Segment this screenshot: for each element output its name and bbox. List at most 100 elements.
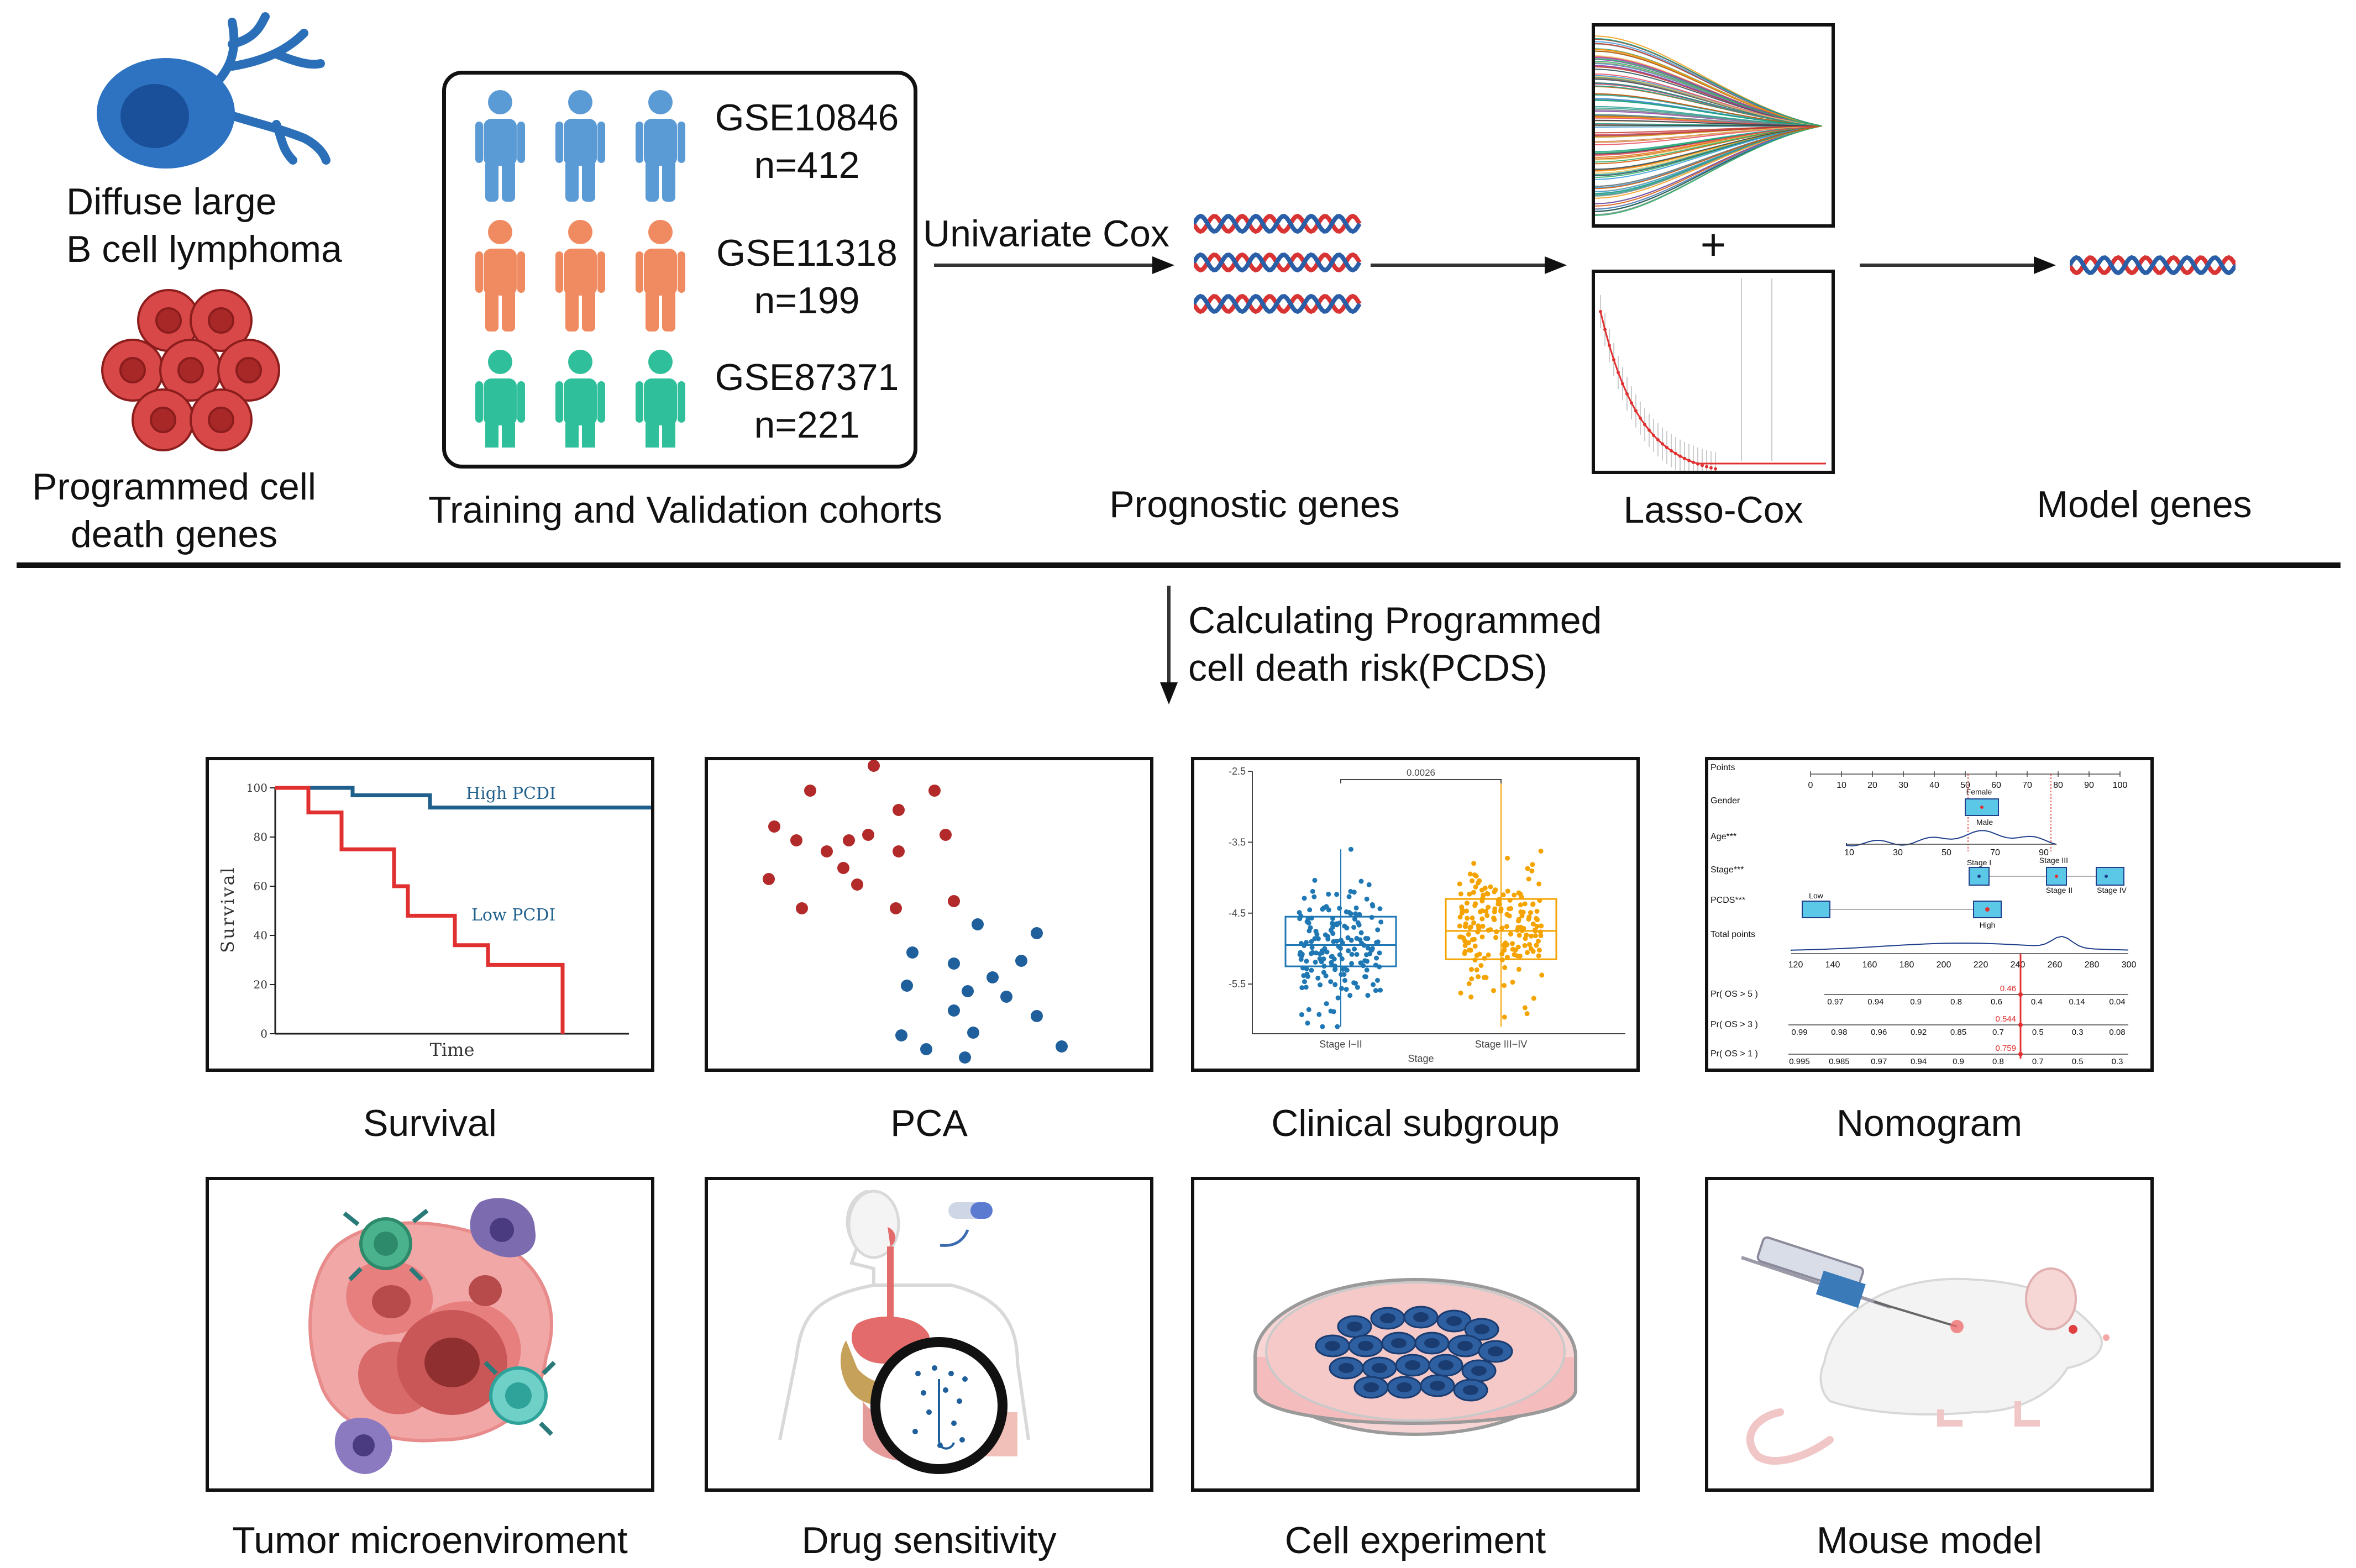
clinical-point	[1351, 980, 1357, 986]
lasso-cv-curve	[1599, 278, 1826, 471]
clinical-xlabel: Stage	[1408, 1053, 1434, 1064]
nomogram-row-label: Stage***	[1710, 865, 1744, 875]
tme-panel	[206, 1177, 654, 1492]
clinical-box	[1445, 898, 1557, 960]
nomogram-row-label: Gender	[1710, 796, 1740, 806]
dna-strand	[1194, 213, 1362, 234]
clinical-point	[1462, 939, 1468, 944]
clinical-point	[1458, 891, 1463, 897]
nomogram-row-label: Pr( OS > 1 )	[1710, 1049, 1758, 1059]
clinical-point	[1304, 959, 1309, 964]
survival-high-label: High PCDI	[466, 784, 556, 803]
clinical-point	[1306, 928, 1312, 934]
clinical-point	[1535, 917, 1540, 923]
clinical-point	[1323, 932, 1328, 938]
prognostic-caption: Prognostic genes	[1109, 483, 1400, 525]
nomogram-tick-label: 0	[1808, 781, 1813, 790]
clinical-point	[1531, 996, 1536, 1001]
nomogram-tick-label: 10	[1836, 781, 1846, 790]
clinical-point	[1530, 901, 1536, 907]
nomogram-tick-label: 0.99	[1791, 1028, 1807, 1037]
nomogram-row-label: Pr( OS > 5 )	[1710, 990, 1758, 999]
cell-nucleus	[1397, 1382, 1412, 1392]
clinical-ytick-label: -3.5	[1229, 836, 1246, 848]
nomogram-tick-label: 120	[1788, 960, 1803, 970]
lasso-to-model-arrow	[1860, 256, 2056, 274]
prognostic-dna-icon	[1194, 213, 1362, 314]
survival-low-label: Low PCDI	[471, 906, 555, 925]
clinical-point	[1457, 914, 1463, 920]
mouse-panel	[1705, 1177, 2154, 1492]
clinical-point	[1318, 982, 1323, 988]
clinical-point	[1330, 924, 1336, 930]
lasso-coef-line	[1595, 93, 1822, 127]
person-icon	[475, 350, 525, 448]
clinical-point	[1538, 849, 1544, 854]
clinical-point	[1340, 940, 1345, 945]
clinical-point	[1488, 884, 1493, 890]
clinical-point	[1526, 917, 1531, 922]
clinical-point	[1516, 890, 1521, 896]
cell-nucleus	[1325, 1341, 1340, 1351]
clinical-point	[1480, 923, 1486, 929]
section-divider	[17, 562, 2341, 568]
clinical-point	[1539, 923, 1544, 929]
pca-point-blue	[948, 1004, 960, 1017]
nomogram-tick-label: 100	[2113, 781, 2128, 790]
lasso-coef-line	[1595, 125, 1822, 204]
clinical-point	[1349, 951, 1355, 957]
clinical-point	[1457, 881, 1462, 887]
pcd-genes-label-line1: Programmed cell	[32, 466, 316, 508]
nomogram-tick-label: 70	[1990, 848, 2000, 857]
pca-point-red	[804, 785, 816, 797]
nomogram-row-label: PCDS***	[1710, 896, 1745, 905]
clinical-point	[1491, 988, 1496, 993]
clinical-point	[1346, 948, 1351, 954]
pca-point-blue	[1000, 991, 1012, 1003]
red-cell-cluster-icon	[101, 289, 280, 451]
lasso-coef-line	[1595, 106, 1822, 127]
clinical-point	[1339, 986, 1344, 991]
clinical-point	[1348, 938, 1354, 943]
clinical-point	[1357, 912, 1362, 917]
clinical-point	[1309, 945, 1315, 950]
pca-point-blue	[1015, 955, 1027, 967]
clinical-pvalue: 0.0026	[1407, 767, 1435, 778]
clinical-point	[1483, 908, 1489, 914]
nomogram-marker	[1980, 806, 1984, 809]
clinical-ytick-label: -2.5	[1229, 766, 1246, 777]
pca-point-blue	[895, 1029, 907, 1041]
clinical-point	[1316, 1012, 1322, 1017]
nomogram-tick-label: 180	[1900, 960, 1914, 970]
clinical-point	[1319, 950, 1325, 956]
nomogram-tick-label: 0.5	[2072, 1057, 2084, 1066]
pca-point-blue	[1031, 927, 1043, 939]
nomogram-tick-label: 0.97	[1827, 997, 1843, 1007]
clinical-point	[1369, 948, 1374, 953]
person-icon	[475, 220, 525, 332]
survival-caption: Survival	[363, 1102, 497, 1144]
clinical-point	[1353, 905, 1359, 911]
clinical-point	[1522, 1005, 1528, 1011]
clinical-point	[1458, 990, 1463, 996]
lasso-coefficient-paths	[1595, 35, 1822, 216]
clinical-point	[1530, 921, 1536, 927]
clinical-point	[1538, 933, 1544, 939]
clinical-point	[1479, 916, 1485, 922]
nomogram-tick-label: 0.985	[1829, 1057, 1850, 1066]
nomogram-tick-label: 0.98	[1831, 1028, 1847, 1037]
nomogram-tick-label: 280	[2085, 960, 2100, 970]
clinical-point	[1373, 988, 1378, 993]
clinical-point	[1328, 979, 1334, 985]
clinical-point	[1465, 915, 1470, 921]
pca-point-blue	[920, 1043, 932, 1055]
clinical-point	[1340, 966, 1346, 972]
nomogram-tick-label: 0.96	[1871, 1028, 1887, 1037]
nomogram-tick-label: 0.9	[1953, 1057, 1964, 1066]
clinical-point	[1486, 904, 1491, 910]
clinical-point	[1479, 934, 1485, 940]
clinical-point	[1377, 950, 1382, 956]
clinical-point	[1317, 956, 1323, 961]
clinical-box	[1284, 915, 1397, 967]
pca-point-blue	[948, 957, 960, 970]
